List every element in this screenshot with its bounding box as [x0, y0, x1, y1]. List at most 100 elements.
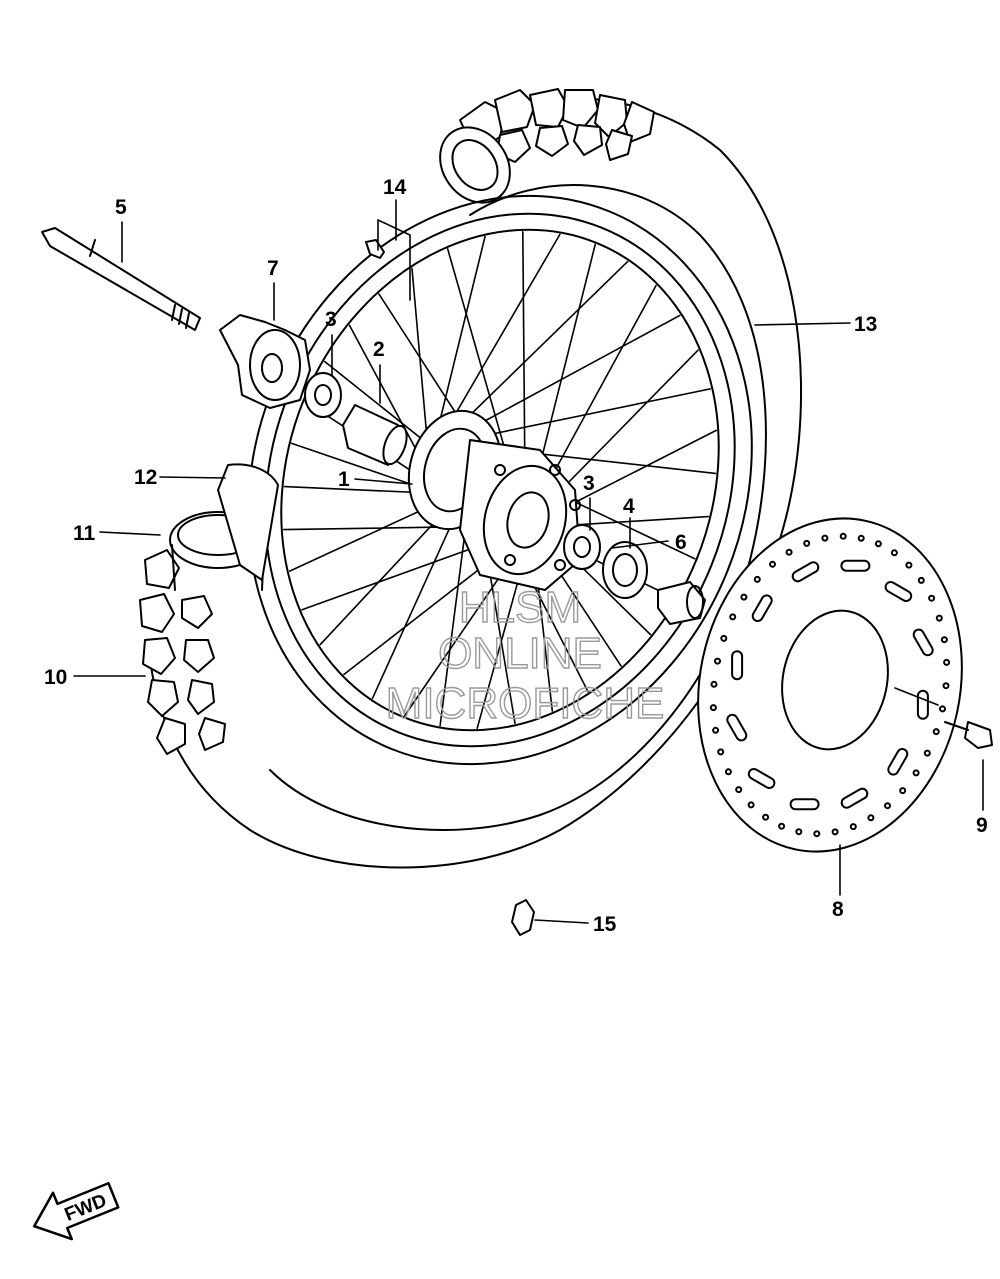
- brake-disc-holes: [709, 532, 951, 838]
- disc-slot: [726, 713, 748, 742]
- callout-3-left: 3: [325, 308, 337, 331]
- callout-1: 1: [338, 468, 350, 491]
- callout-12: 12: [134, 466, 157, 489]
- spoke: [458, 314, 681, 436]
- oil-seal: [602, 541, 648, 599]
- callout-10: 10: [44, 666, 67, 689]
- disc-slot: [791, 561, 820, 583]
- axle-spacer-right: [657, 581, 706, 625]
- bearing-right: [563, 524, 601, 570]
- hub: [407, 409, 581, 591]
- disc-hole: [813, 830, 821, 838]
- callout-4: 4: [623, 495, 635, 518]
- disc-hole: [712, 726, 720, 734]
- disc-hole: [709, 704, 717, 712]
- disc-slot: [840, 559, 871, 572]
- disc-hole: [917, 576, 925, 584]
- disc-hole: [747, 801, 755, 809]
- callout-7: 7: [267, 257, 279, 280]
- spoke: [548, 349, 699, 503]
- spoke: [440, 233, 561, 440]
- watermark-line-3: MICROFICHE: [386, 679, 665, 728]
- valve-cap: [365, 239, 385, 259]
- forward-direction-arrow: FWD: [32, 1182, 120, 1241]
- callout-13: 13: [854, 313, 877, 336]
- disc-hole: [839, 532, 847, 540]
- balance-weight: [511, 899, 535, 936]
- disc-hole: [942, 682, 950, 690]
- spoke: [301, 537, 502, 611]
- spoke: [283, 485, 435, 495]
- spoke: [542, 284, 657, 494]
- arrow-icon: [32, 1182, 120, 1241]
- axle: [41, 227, 201, 331]
- watermark-line-1: HLSM: [459, 583, 581, 632]
- brake-disc-slots: [726, 559, 934, 811]
- callout-labels: 1 2 3 3 4 5 6 7 8 9 10 11 12 13 14 15: [44, 176, 988, 936]
- disc-hole: [943, 658, 951, 666]
- spoke: [476, 555, 526, 730]
- disc-hole: [720, 634, 728, 642]
- tube: [217, 463, 279, 581]
- disc-slot: [887, 748, 909, 776]
- spoke: [449, 260, 629, 436]
- disc-hole: [717, 748, 725, 756]
- disc-hole: [928, 594, 936, 602]
- spoke: [551, 429, 718, 515]
- callout-11: 11: [73, 522, 96, 545]
- spoke: [432, 235, 486, 448]
- disc-hole: [769, 560, 776, 568]
- spoke: [371, 504, 461, 700]
- disc-hole: [939, 705, 946, 713]
- disc-hole: [740, 593, 748, 601]
- disc-hole: [821, 534, 829, 542]
- disc-hole: [753, 575, 761, 583]
- spoke: [468, 388, 712, 440]
- disc-hole: [935, 614, 943, 622]
- disc-hole: [890, 549, 898, 557]
- disc-hole: [857, 534, 865, 542]
- disc-hole: [714, 657, 721, 665]
- disc-slot: [747, 768, 776, 789]
- brake-disc: [697, 517, 963, 853]
- spoke: [348, 324, 428, 471]
- spoke: [319, 504, 452, 646]
- disc-slot: [916, 689, 929, 720]
- disc-bolt: [944, 721, 993, 749]
- tire-tread-knobs-top: [459, 88, 655, 163]
- leader-lines: [73, 199, 984, 924]
- disc-hole: [874, 540, 882, 548]
- spoke: [521, 231, 526, 485]
- watermark: HLSM ONLINE MICROFICHE: [385, 582, 665, 728]
- spacer: [342, 404, 408, 466]
- callout-9: 9: [976, 814, 988, 837]
- disc-hole: [710, 680, 718, 688]
- watermark-line-2: ONLINE: [438, 629, 602, 678]
- callout-8: 8: [832, 898, 844, 921]
- disc-hole: [884, 802, 891, 810]
- callout-15: 15: [593, 913, 617, 936]
- spoke: [288, 500, 442, 572]
- spoke: [533, 243, 597, 488]
- disc-hole: [724, 768, 732, 776]
- tire-tread-knobs-left: [139, 549, 226, 755]
- disc-hole: [932, 728, 940, 736]
- tire: [139, 88, 803, 869]
- disc-hole: [729, 613, 737, 621]
- spoke: [403, 552, 517, 717]
- callout-6: 6: [675, 531, 687, 554]
- disc-hole: [849, 823, 857, 831]
- disc-hole: [785, 548, 793, 556]
- callout-2: 2: [373, 338, 385, 361]
- axle-collar: [219, 314, 311, 409]
- disc-hole: [735, 786, 743, 794]
- disc-hole: [912, 769, 920, 777]
- callout-5: 5: [115, 196, 127, 219]
- disc-hole: [803, 539, 811, 547]
- disc-slot: [751, 594, 773, 622]
- disc-hole: [762, 813, 770, 821]
- disc-hole: [778, 822, 786, 830]
- callout-14: 14: [383, 176, 407, 199]
